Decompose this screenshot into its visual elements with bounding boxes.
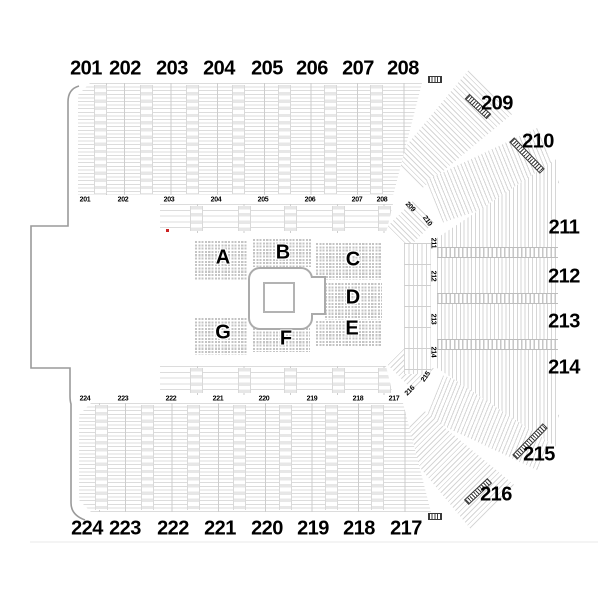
inner-label-201: 201 bbox=[79, 196, 91, 204]
walkway-band-211-212 bbox=[437, 247, 558, 258]
aisle-steps bbox=[186, 85, 199, 194]
inner-label-213: 213 bbox=[429, 313, 437, 325]
inner-label-224: 224 bbox=[79, 395, 91, 403]
section-label-202[interactable]: 202 bbox=[109, 57, 141, 80]
inner-label-218: 218 bbox=[352, 395, 364, 403]
walkway-band-212-213 bbox=[437, 293, 558, 304]
section-label-207[interactable]: 207 bbox=[342, 57, 374, 80]
section-label-222[interactable]: 222 bbox=[157, 517, 189, 540]
aisle-steps bbox=[232, 85, 245, 194]
floor-section-F[interactable] bbox=[253, 328, 310, 352]
section-label-216[interactable]: 216 bbox=[480, 483, 512, 506]
inner-label-203: 203 bbox=[163, 196, 175, 204]
aisle-steps bbox=[238, 368, 251, 393]
aisle-steps bbox=[324, 85, 337, 194]
aisle-steps bbox=[284, 368, 297, 393]
label-strip-top bbox=[78, 195, 400, 204]
walkway-band-213-214 bbox=[437, 339, 558, 350]
section-label-210[interactable]: 210 bbox=[522, 130, 554, 153]
inner-label-222: 222 bbox=[165, 395, 177, 403]
stage-ramp bbox=[311, 276, 326, 315]
section-label-212[interactable]: 212 bbox=[548, 265, 580, 288]
aisle-steps bbox=[332, 368, 345, 393]
aisle-steps bbox=[190, 206, 203, 231]
inner-label-206: 206 bbox=[304, 196, 316, 204]
aisle-steps bbox=[332, 206, 345, 231]
upper-bowl-201-208[interactable] bbox=[78, 83, 422, 196]
inner-label-208: 208 bbox=[376, 196, 388, 204]
floor-label-D[interactable]: D bbox=[345, 286, 361, 309]
inner-label-217: 217 bbox=[388, 395, 400, 403]
section-label-220[interactable]: 220 bbox=[251, 517, 283, 540]
inner-label-220: 220 bbox=[258, 395, 270, 403]
inner-label-221: 221 bbox=[212, 395, 224, 403]
aisle-steps bbox=[94, 85, 107, 194]
inner-label-216: 216 bbox=[403, 384, 417, 398]
floor-label-C[interactable]: C bbox=[345, 248, 361, 271]
entrance-marker-icon bbox=[428, 513, 442, 520]
center-ring bbox=[263, 282, 295, 313]
section-label-224[interactable]: 224 bbox=[71, 517, 103, 540]
section-label-213[interactable]: 213 bbox=[548, 310, 580, 333]
section-label-203[interactable]: 203 bbox=[156, 57, 188, 80]
inner-label-204: 204 bbox=[210, 196, 222, 204]
section-label-208[interactable]: 208 bbox=[387, 57, 419, 80]
inner-label-219: 219 bbox=[306, 395, 318, 403]
section-label-205[interactable]: 205 bbox=[251, 57, 283, 80]
inner-rows-right bbox=[404, 243, 431, 374]
inner-label-211: 211 bbox=[429, 237, 437, 249]
label-strip-bottom bbox=[79, 394, 403, 403]
section-label-215[interactable]: 215 bbox=[523, 443, 555, 466]
floor-label-F[interactable]: F bbox=[279, 327, 293, 350]
inner-label-214: 214 bbox=[429, 346, 437, 358]
floor-section-E[interactable] bbox=[316, 321, 382, 347]
aisle-steps bbox=[95, 405, 108, 510]
section-label-204[interactable]: 204 bbox=[203, 57, 235, 80]
section-label-218[interactable]: 218 bbox=[343, 517, 375, 540]
section-label-221[interactable]: 221 bbox=[204, 517, 236, 540]
aisle-steps bbox=[141, 405, 154, 510]
inner-label-205: 205 bbox=[257, 196, 269, 204]
seat-highlight-dot[interactable] bbox=[166, 229, 169, 232]
floor-section-D[interactable] bbox=[325, 283, 382, 320]
floor-label-G[interactable]: G bbox=[215, 321, 231, 344]
inner-rows-bottom bbox=[160, 366, 393, 395]
floor-label-A[interactable]: A bbox=[215, 246, 231, 269]
section-label-201[interactable]: 201 bbox=[70, 57, 102, 80]
inner-label-202: 202 bbox=[117, 196, 129, 204]
floor-section-A[interactable] bbox=[195, 241, 248, 280]
aisle-steps bbox=[187, 405, 200, 510]
floor-section-G[interactable] bbox=[195, 318, 247, 355]
inner-label-212: 212 bbox=[429, 270, 437, 282]
aisle-steps bbox=[370, 85, 383, 194]
aisle-steps bbox=[325, 405, 338, 510]
inner-label-207: 207 bbox=[351, 196, 363, 204]
floor-label-E[interactable]: E bbox=[345, 317, 359, 340]
inner-label-223: 223 bbox=[117, 395, 129, 403]
section-label-211[interactable]: 211 bbox=[548, 216, 580, 239]
aisle-steps bbox=[238, 206, 251, 231]
entrance-marker-icon bbox=[428, 76, 442, 83]
aisle-steps bbox=[140, 85, 153, 194]
inner-rows-top bbox=[160, 204, 393, 233]
section-label-214[interactable]: 214 bbox=[548, 356, 580, 379]
aisle-steps bbox=[190, 368, 203, 393]
aisle-steps bbox=[371, 405, 384, 510]
aisle-steps bbox=[233, 405, 246, 510]
lower-bowl-217-224[interactable] bbox=[79, 403, 431, 512]
floor-section-C[interactable] bbox=[316, 243, 382, 280]
section-label-209[interactable]: 209 bbox=[481, 92, 513, 115]
aisle-steps bbox=[279, 405, 292, 510]
aisle-steps bbox=[378, 368, 391, 393]
aisle-steps bbox=[284, 206, 297, 231]
floor-section-B[interactable] bbox=[253, 239, 311, 267]
aisle-steps bbox=[278, 85, 291, 194]
section-label-206[interactable]: 206 bbox=[296, 57, 328, 80]
section-label-223[interactable]: 223 bbox=[109, 517, 141, 540]
section-label-217[interactable]: 217 bbox=[390, 517, 422, 540]
floor-label-B[interactable]: B bbox=[275, 241, 291, 264]
section-label-219[interactable]: 219 bbox=[297, 517, 329, 540]
